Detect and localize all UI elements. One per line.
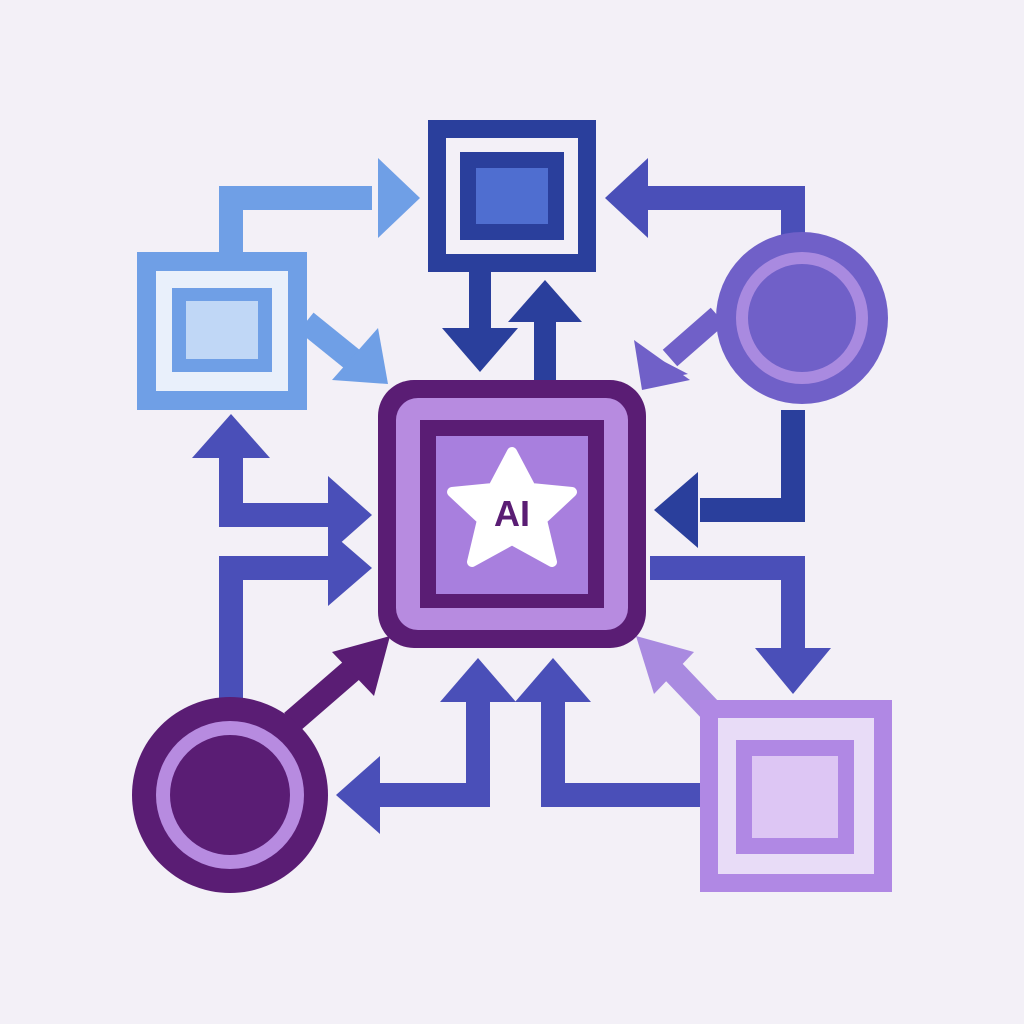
- top-node-core: [476, 168, 548, 224]
- arrowhead: [378, 158, 420, 238]
- arrow-hub-to-bottom-right-node: [650, 556, 831, 694]
- arrowhead-fill: [634, 340, 690, 390]
- left-node[interactable]: [137, 252, 307, 410]
- bottom-left-node[interactable]: [132, 697, 328, 893]
- right-node-core: [748, 264, 856, 372]
- arrow-hub-to-bottom-left-node: [336, 658, 516, 834]
- arrow-bottom-right-node-up-to-hub: [515, 658, 700, 807]
- arrowhead: [440, 658, 516, 702]
- arrow-hub-to-left-node: [192, 414, 372, 554]
- connectors: [192, 158, 831, 834]
- arrow-bottom-left-diagonal-to-hub: [284, 636, 390, 732]
- arrowhead: [192, 414, 270, 458]
- arrowhead: [328, 476, 372, 554]
- arrowhead: [336, 756, 380, 834]
- connector-line: [219, 456, 332, 527]
- bottom-left-node-core: [170, 735, 290, 855]
- arrow-right-node-to-hub-side: [654, 410, 805, 548]
- right-node[interactable]: [716, 232, 888, 404]
- connector-line: [380, 700, 490, 807]
- arrowhead: [332, 636, 390, 696]
- arrowhead: [654, 472, 698, 548]
- connector-line: [219, 186, 372, 255]
- arrow-right-node-to-top-node: [605, 158, 805, 246]
- left-node-core: [186, 301, 258, 359]
- arrowhead: [332, 328, 388, 384]
- bottom-right-node-core: [752, 756, 838, 838]
- connector-line: [648, 186, 805, 246]
- connector-line: [298, 312, 366, 374]
- connector-line: [541, 700, 700, 807]
- arrowhead: [605, 158, 648, 238]
- ai-hub[interactable]: AI: [378, 380, 646, 648]
- arrowhead: [328, 530, 372, 606]
- connector-line: [700, 410, 805, 522]
- bottom-right-node[interactable]: [700, 700, 892, 892]
- star-icon: [447, 447, 577, 567]
- connector-line: [650, 556, 805, 650]
- arrowhead: [636, 636, 694, 694]
- arrow-bottom-left-node-to-hub: [219, 530, 372, 700]
- connector-line: [284, 660, 360, 732]
- arrow-hub-to-top-node: [508, 280, 582, 380]
- connector-line: [662, 307, 726, 367]
- arrowhead: [755, 648, 831, 694]
- arrow-top-node-to-hub: [442, 272, 518, 372]
- arrowhead: [442, 328, 518, 372]
- arrowhead: [508, 280, 582, 322]
- arrow-left-node-to-hub: [298, 312, 388, 384]
- arrowhead: [515, 658, 591, 702]
- top-node[interactable]: [428, 120, 596, 272]
- arrow-right-node-to-hub: [634, 307, 726, 390]
- arrow-left-node-to-top-node: [219, 158, 420, 255]
- connector-line: [219, 556, 332, 700]
- star-shape: [447, 447, 577, 567]
- ai-hub-label: AI: [494, 493, 530, 534]
